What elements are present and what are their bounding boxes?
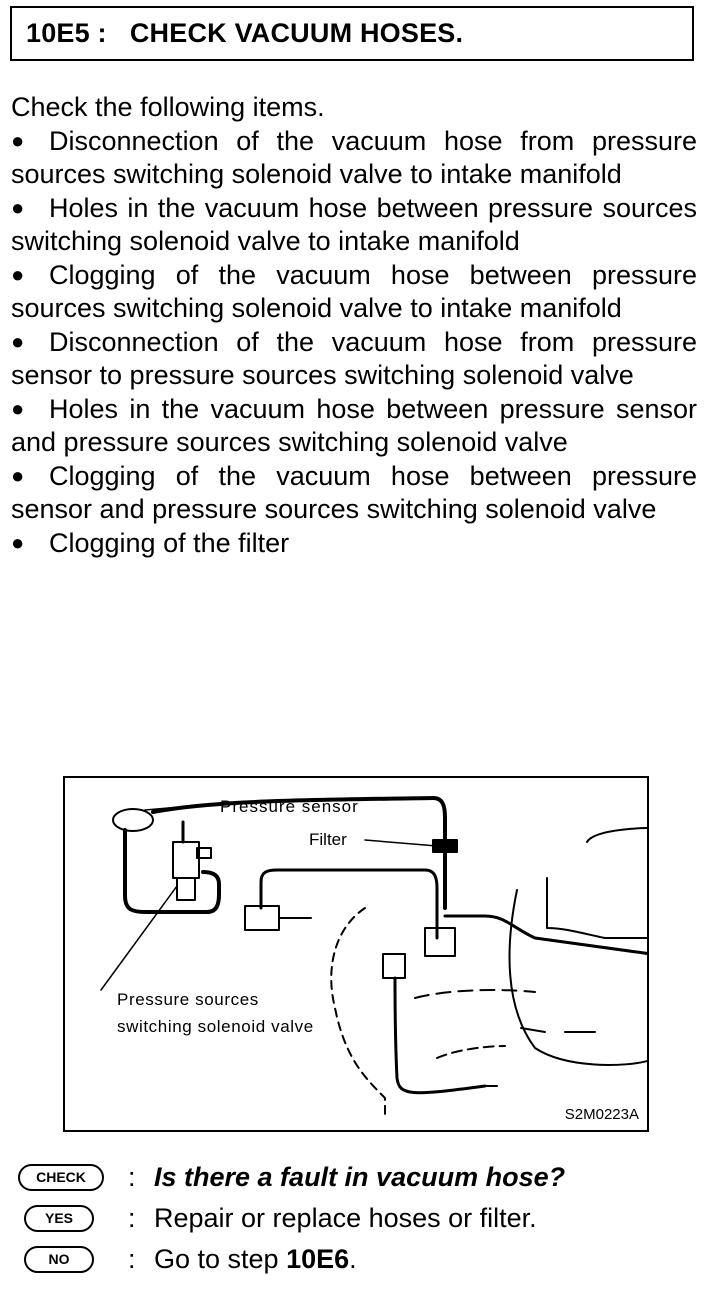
pressure-sensor-label: Pressure sensor [220,797,359,816]
check-colon: : [128,1162,136,1192]
bullet-icon: ● [11,396,25,421]
check-items-list: ●Disconnection of the vacuum hose from p… [11,124,697,560]
bullet-icon: ● [11,262,25,287]
no-action-text: Go to step [154,1244,287,1274]
solenoid-valve-label: Pressure sources switching solenoid valv… [117,990,314,1036]
filter-label: Filter [309,830,347,849]
check-item-text: Clogging of the filter [49,528,290,558]
check-item-text: Disconnection of the vacuum hose from pr… [11,126,697,189]
bullet-icon: ● [11,463,25,488]
hose-bracket [244,905,280,931]
bullet-icon: ● [11,128,25,153]
yes-action: Repair or replace hoses or filter. [154,1203,537,1233]
check-item: ●Clogging of the vacuum hose between pre… [11,459,697,526]
check-question: Is there a fault in vacuum hose? [154,1162,566,1192]
check-item: ●Holes in the vacuum hose between pressu… [11,191,697,258]
check-item: ●Clogging of the vacuum hose between pre… [11,258,697,325]
manifold-runner-outline [508,889,647,1066]
no-colon: : [128,1244,136,1274]
no-action-period: . [349,1244,357,1274]
vacuum-hose-secondary [259,868,439,940]
bullet-icon: ● [11,530,25,555]
no-badge: NO [24,1246,94,1273]
manifold-detail-lines [520,1027,596,1033]
check-item-text: Clogging of the vacuum hose between pres… [11,461,697,524]
bullet-icon: ● [11,329,25,354]
manifold-hidden-line [414,989,536,999]
step-header: 10E5 : CHECK VACUUM HOSES. [10,6,694,61]
check-item-text: Clogging of the vacuum hose between pres… [11,260,697,323]
vacuum-hose-diagram: Pressure sensor Filter Pressure sources … [63,776,649,1132]
solenoid-valve-icon [172,841,200,879]
solenoid-valve-leader [100,885,178,991]
pressure-sensor-icon [112,808,154,832]
step-title: 10E5 : CHECK VACUUM HOSES. [26,18,463,49]
check-badge: CHECK [18,1164,104,1191]
check-item-text: Holes in the vacuum hose between pressur… [11,193,697,256]
check-item-text: Holes in the vacuum hose between pressur… [11,394,697,457]
yes-colon: : [128,1203,136,1233]
bullet-icon: ● [11,195,25,220]
check-item: ● Clogging of the filter [11,526,697,560]
step-heading: CHECK VACUUM HOSES. [129,18,464,48]
solenoid-valve-connector [176,877,196,901]
no-action: Go to step 10E6. [154,1244,357,1275]
hose-routing-drawing [100,796,647,1115]
check-item-text: Disconnection of the vacuum hose from pr… [11,327,697,390]
manifold-port [382,953,406,979]
next-step-ref: 10E6 [286,1244,350,1274]
manifold-runner-hidden [436,1045,506,1059]
vacuum-hose-lower [393,976,487,1095]
check-item: ●Holes in the vacuum hose between pressu… [11,392,697,459]
step-code: 10E5 : [26,18,107,48]
vacuum-hose-loop [123,828,221,914]
check-item: ●Disconnection of the vacuum hose from p… [11,124,697,191]
intro-text: Check the following items. [11,92,325,122]
engine-outline-dashed [330,907,386,1115]
solenoid-valve-port [196,847,212,859]
figure-code: S2M0223A [564,1106,639,1123]
manifold-fitting [424,927,456,957]
yes-badge: YES [24,1205,94,1232]
pressure-sensor-leader [144,803,216,811]
filter-leader [364,839,438,847]
check-item: ●Disconnection of the vacuum hose from p… [11,325,697,392]
intake-manifold-outline [546,877,647,939]
vacuum-hose-manifold [443,914,647,955]
throttle-body-outline [586,827,647,843]
